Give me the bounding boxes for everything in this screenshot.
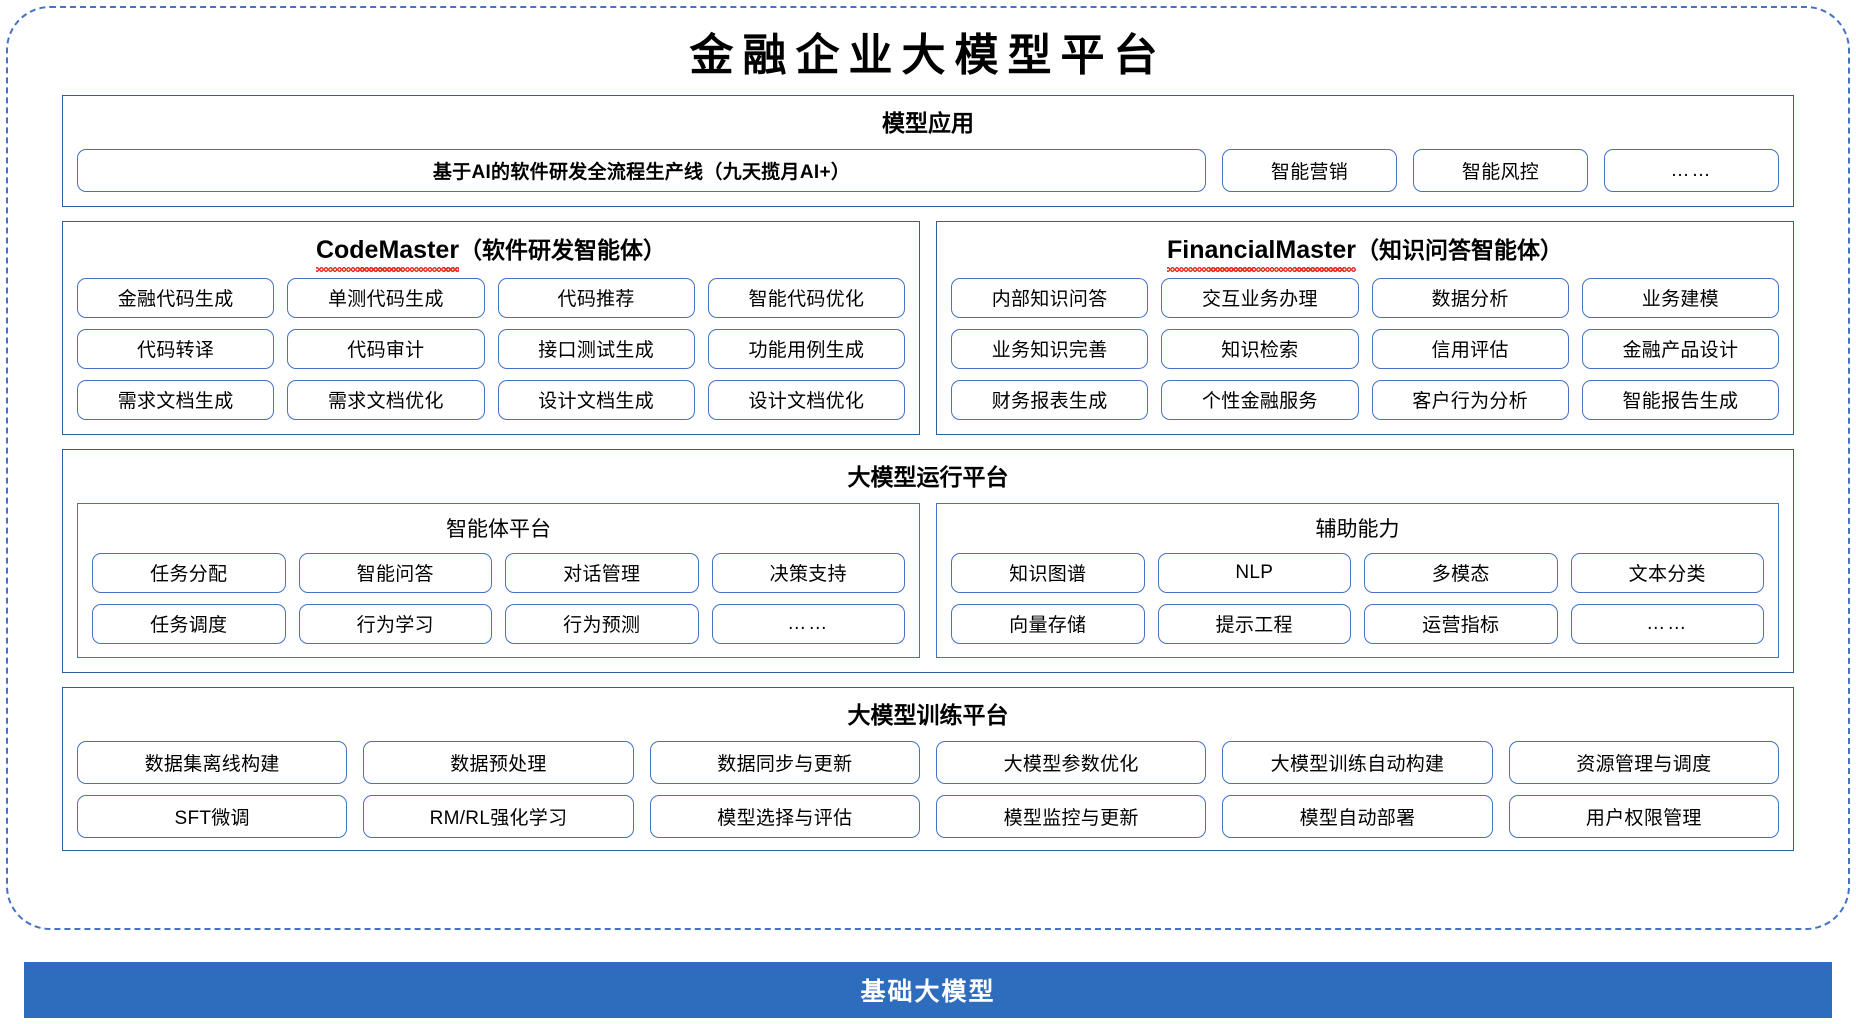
training-chip-2-6[interactable]: 用户权限管理 xyxy=(1508,794,1779,838)
financialmaster-chip-1-1[interactable]: 内部知识问答 xyxy=(951,277,1149,318)
training-chip-2-1[interactable]: SFT微调 xyxy=(77,794,348,838)
app-chip-smart-risk-control[interactable]: 智能风控 xyxy=(1413,149,1588,193)
codemaster-chip-2-1[interactable]: 代码转译 xyxy=(77,328,275,369)
auxiliary-chip-1-4[interactable]: 文本分类 xyxy=(1570,552,1764,593)
training-chip-2-3[interactable]: 模型选择与评估 xyxy=(649,794,920,838)
training-row-2: SFT微调 RM/RL强化学习 模型选择与评估 模型监控与更新 模型自动部署 用… xyxy=(77,794,1779,838)
codemaster-chip-1-4[interactable]: 智能代码优化 xyxy=(707,277,905,318)
training-chip-1-1[interactable]: 数据集离线构建 xyxy=(77,740,348,784)
auxiliary-row-2: 向量存储 提示工程 运营指标 …… xyxy=(951,603,1764,644)
codemaster-chip-1-1[interactable]: 金融代码生成 xyxy=(77,277,275,318)
financialmaster-chip-3-2[interactable]: 个性金融服务 xyxy=(1161,379,1359,420)
agent-platform-chip-1-4[interactable]: 决策支持 xyxy=(711,552,905,593)
codemaster-row-2: 代码转译 代码审计 接口测试生成 功能用例生成 xyxy=(77,328,905,369)
model-application-panel: 模型应用 基于AI的软件研发全流程生产线（九天揽月AI+） 智能营销 智能风控 … xyxy=(62,95,1794,208)
financialmaster-chip-3-1[interactable]: 财务报表生成 xyxy=(951,379,1149,420)
base-model-label: 基础大模型 xyxy=(860,978,996,1006)
subpanel-agent-platform: 智能体平台 任务分配 智能问答 对话管理 决策支持 任务调度 行为学习 行为预测… xyxy=(77,502,920,658)
codemaster-chip-3-4[interactable]: 设计文档优化 xyxy=(707,379,905,420)
codemaster-row-3: 需求文档生成 需求文档优化 设计文档生成 设计文档优化 xyxy=(77,379,905,420)
financialmaster-chip-2-3[interactable]: 信用评估 xyxy=(1371,328,1569,369)
auxiliary-capability-title: 辅助能力 xyxy=(1315,517,1400,541)
financialmaster-chip-2-1[interactable]: 业务知识完善 xyxy=(951,328,1149,369)
codemaster-chip-1-2[interactable]: 单测代码生成 xyxy=(287,277,485,318)
codemaster-chip-3-1[interactable]: 需求文档生成 xyxy=(77,379,275,420)
training-chip-1-6[interactable]: 资源管理与调度 xyxy=(1508,740,1779,784)
financialmaster-title: FinancialMaster（知识问答智能体） xyxy=(951,232,1779,278)
training-chip-1-5[interactable]: 大模型训练自动构建 xyxy=(1222,740,1493,784)
training-chip-1-4[interactable]: 大模型参数优化 xyxy=(936,740,1207,784)
financialmaster-cn-name: （知识问答智能体） xyxy=(1355,237,1563,264)
training-platform-panel: 大模型训练平台 数据集离线构建 数据预处理 数据同步与更新 大模型参数优化 大模… xyxy=(62,686,1794,851)
agent-platform-chip-2-3[interactable]: 行为预测 xyxy=(505,603,699,644)
codemaster-latin-name: CodeMaster xyxy=(315,234,460,272)
agents-section: CodeMaster（软件研发智能体） 金融代码生成 单测代码生成 代码推荐 智… xyxy=(62,221,1794,435)
codemaster-chip-1-3[interactable]: 代码推荐 xyxy=(497,277,695,318)
training-chip-1-2[interactable]: 数据预处理 xyxy=(363,740,634,784)
auxiliary-chip-1-2[interactable]: NLP xyxy=(1157,552,1351,593)
financialmaster-row-1: 内部知识问答 交互业务办理 数据分析 业务建模 xyxy=(951,277,1779,318)
platform-frame: 金融企业大模型平台 模型应用 基于AI的软件研发全流程生产线（九天揽月AI+） … xyxy=(6,6,1850,930)
agent-platform-chip-2-2[interactable]: 行为学习 xyxy=(298,603,492,644)
model-application-title: 模型应用 xyxy=(882,110,974,136)
training-chip-1-3[interactable]: 数据同步与更新 xyxy=(649,740,920,784)
financialmaster-chip-2-2[interactable]: 知识检索 xyxy=(1161,328,1359,369)
agent-platform-chip-2-4[interactable]: …… xyxy=(711,603,905,644)
app-chip-more[interactable]: …… xyxy=(1604,149,1779,193)
auxiliary-chip-2-3[interactable]: 运营指标 xyxy=(1364,603,1558,644)
training-platform-title: 大模型训练平台 xyxy=(847,701,1009,728)
runtime-platform-panel: 大模型运行平台 智能体平台 任务分配 智能问答 对话管理 决策支持 任务调度 行… xyxy=(62,448,1794,673)
agent-platform-title: 智能体平台 xyxy=(446,517,551,541)
codemaster-chip-2-4[interactable]: 功能用例生成 xyxy=(707,328,905,369)
base-model-bar: 基础大模型 xyxy=(24,962,1832,1018)
financialmaster-latin-name: FinancialMaster xyxy=(1167,234,1356,272)
auxiliary-chip-1-3[interactable]: 多模态 xyxy=(1364,552,1558,593)
auxiliary-chip-2-4[interactable]: …… xyxy=(1570,603,1764,644)
agent-platform-chip-2-1[interactable]: 任务调度 xyxy=(92,603,286,644)
codemaster-chip-2-2[interactable]: 代码审计 xyxy=(287,328,485,369)
training-chip-2-2[interactable]: RM/RL强化学习 xyxy=(363,794,634,838)
agent-platform-chip-1-2[interactable]: 智能问答 xyxy=(298,552,492,593)
financialmaster-chip-2-4[interactable]: 金融产品设计 xyxy=(1581,328,1779,369)
auxiliary-chip-1-1[interactable]: 知识图谱 xyxy=(951,552,1145,593)
agent-platform-chip-1-1[interactable]: 任务分配 xyxy=(92,552,286,593)
codemaster-chip-3-2[interactable]: 需求文档优化 xyxy=(287,379,485,420)
financialmaster-chip-1-4[interactable]: 业务建模 xyxy=(1581,277,1779,318)
runtime-platform-columns: 智能体平台 任务分配 智能问答 对话管理 决策支持 任务调度 行为学习 行为预测… xyxy=(77,502,1779,658)
subpanel-auxiliary-capability: 辅助能力 知识图谱 NLP 多模态 文本分类 向量存储 提示工程 运营指标 …… xyxy=(936,502,1779,658)
app-chip-ai-pipeline[interactable]: 基于AI的软件研发全流程生产线（九天揽月AI+） xyxy=(77,149,1206,193)
agent-panel-codemaster: CodeMaster（软件研发智能体） 金融代码生成 单测代码生成 代码推荐 智… xyxy=(62,221,920,435)
training-chip-2-5[interactable]: 模型自动部署 xyxy=(1222,794,1493,838)
training-chip-2-4[interactable]: 模型监控与更新 xyxy=(936,794,1207,838)
runtime-platform-title: 大模型运行平台 xyxy=(847,463,1009,490)
financialmaster-row-3: 财务报表生成 个性金融服务 客户行为分析 智能报告生成 xyxy=(951,379,1779,420)
auxiliary-chip-2-2[interactable]: 提示工程 xyxy=(1157,603,1351,644)
codemaster-chip-3-3[interactable]: 设计文档生成 xyxy=(497,379,695,420)
model-application-items: 基于AI的软件研发全流程生产线（九天揽月AI+） 智能营销 智能风控 …… xyxy=(77,149,1779,193)
agent-panel-financialmaster: FinancialMaster（知识问答智能体） 内部知识问答 交互业务办理 数… xyxy=(936,221,1794,435)
codemaster-title: CodeMaster（软件研发智能体） xyxy=(77,232,905,278)
auxiliary-row-1: 知识图谱 NLP 多模态 文本分类 xyxy=(951,552,1764,593)
financialmaster-chip-3-3[interactable]: 客户行为分析 xyxy=(1371,379,1569,420)
auxiliary-chip-2-1[interactable]: 向量存储 xyxy=(951,603,1145,644)
app-chip-smart-marketing[interactable]: 智能营销 xyxy=(1222,149,1397,193)
agent-platform-row-2: 任务调度 行为学习 行为预测 …… xyxy=(92,603,905,644)
page-title: 金融企业大模型平台 xyxy=(689,31,1167,80)
financialmaster-chip-3-4[interactable]: 智能报告生成 xyxy=(1581,379,1779,420)
training-row-1: 数据集离线构建 数据预处理 数据同步与更新 大模型参数优化 大模型训练自动构建 … xyxy=(77,740,1779,784)
agent-platform-row-1: 任务分配 智能问答 对话管理 决策支持 xyxy=(92,552,905,593)
codemaster-row-1: 金融代码生成 单测代码生成 代码推荐 智能代码优化 xyxy=(77,277,905,318)
codemaster-cn-name: （软件研发智能体） xyxy=(459,237,667,264)
financialmaster-chip-1-3[interactable]: 数据分析 xyxy=(1371,277,1569,318)
financialmaster-row-2: 业务知识完善 知识检索 信用评估 金融产品设计 xyxy=(951,328,1779,369)
codemaster-chip-2-3[interactable]: 接口测试生成 xyxy=(497,328,695,369)
agent-platform-chip-1-3[interactable]: 对话管理 xyxy=(505,552,699,593)
financialmaster-chip-1-2[interactable]: 交互业务办理 xyxy=(1161,277,1359,318)
